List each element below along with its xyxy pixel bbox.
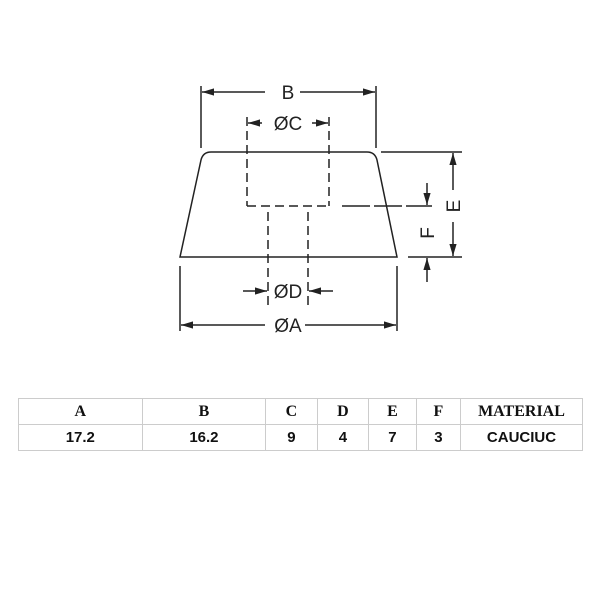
header-cell: E [368,398,417,425]
header-cell: C [265,398,318,425]
label-c: ØC [274,114,303,135]
header-cell: B [141,398,267,425]
part-outline [179,151,398,258]
label-f: F [418,227,439,239]
label-e: E [444,200,465,213]
label-a: ØA [274,316,302,337]
table-header-row: A B C D E F MATERIAL [18,398,583,425]
value-cell: 17.2 [18,424,143,451]
value-cell: 9 [265,424,318,451]
value-cell: CAUCIUC [460,424,583,451]
header-cell: D [316,398,370,425]
label-b: B [282,83,295,104]
table-row: 17.2 16.2 9 4 7 3 CAUCIUC [18,424,583,451]
value-cell: 3 [415,424,462,451]
value-cell: 7 [368,424,417,451]
value-cell: 16.2 [141,424,267,451]
header-cell: A [18,398,143,425]
dimensions-table: A B C D E F MATERIAL 17.2 16.2 9 4 7 3 C… [18,398,583,451]
header-cell: MATERIAL [460,398,583,425]
value-cell: 4 [316,424,370,451]
header-cell: F [415,398,462,425]
label-d: ØD [274,282,303,303]
